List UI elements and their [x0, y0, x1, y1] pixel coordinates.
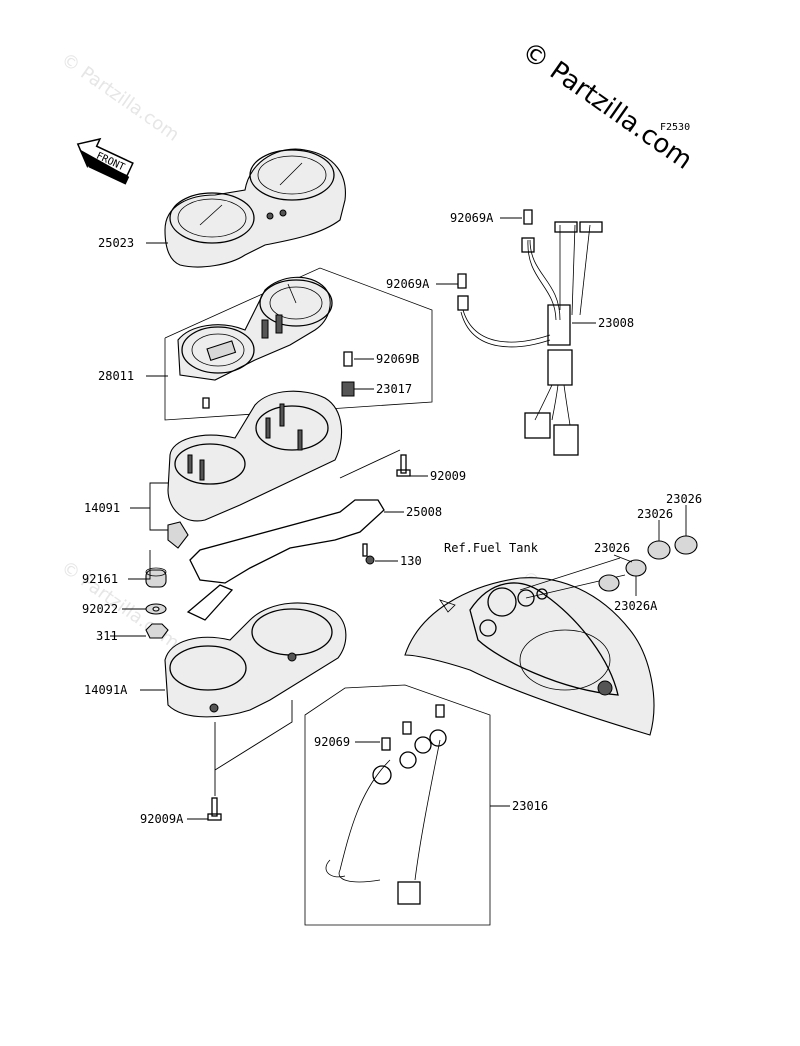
meter-cover	[164, 148, 346, 268]
part-label: 28011	[98, 369, 134, 383]
part-label: 23026	[666, 492, 702, 506]
part-label: 23026A	[614, 599, 658, 613]
indicator-harness	[304, 684, 491, 926]
front-arrow-icon: FRONT	[76, 137, 134, 185]
part-label: 25008	[406, 505, 442, 519]
part-label: 23026	[594, 541, 630, 555]
meter-assembly	[164, 267, 433, 421]
figure-code: F2530	[660, 122, 690, 133]
part-label: 23016	[512, 799, 548, 813]
part-label: 14091	[84, 501, 120, 515]
part-label: 23026	[637, 507, 673, 521]
part-label: 23017	[376, 382, 412, 396]
part-label: 23008	[598, 316, 634, 330]
fuel-tank-panel	[404, 535, 698, 736]
part-label: 25023	[98, 236, 134, 250]
part-label: 92009	[430, 469, 466, 483]
leader-lines	[110, 217, 687, 820]
wire-harness	[457, 209, 603, 456]
part-label: 92009A	[140, 812, 184, 826]
lower-case	[164, 602, 347, 821]
watermark-main: © Partzilla.com	[516, 36, 698, 176]
part-label: 92069B	[376, 352, 419, 366]
part-label: 92022	[82, 602, 118, 616]
grommet-washer-nut	[145, 567, 169, 639]
meter-case	[167, 390, 411, 549]
part-label: 92069A	[450, 211, 494, 225]
part-label: 311	[96, 629, 118, 643]
part-label: 92069A	[386, 277, 430, 291]
part-label: 92161	[82, 572, 118, 586]
watermark-repeat: © Partzilla.com	[57, 49, 183, 146]
bracket	[186, 499, 385, 621]
part-label: 130	[400, 554, 422, 568]
ref-note: Ref.Fuel Tank	[444, 541, 539, 555]
part-label: 14091A	[84, 683, 128, 697]
watermark-repeats: © Partzilla.com © Partzilla.com © Partzi…	[57, 49, 643, 664]
part-label: 92069	[314, 735, 350, 749]
part-labels: 25023 28011 14091 92161 92022 311 14091A…	[82, 211, 702, 826]
